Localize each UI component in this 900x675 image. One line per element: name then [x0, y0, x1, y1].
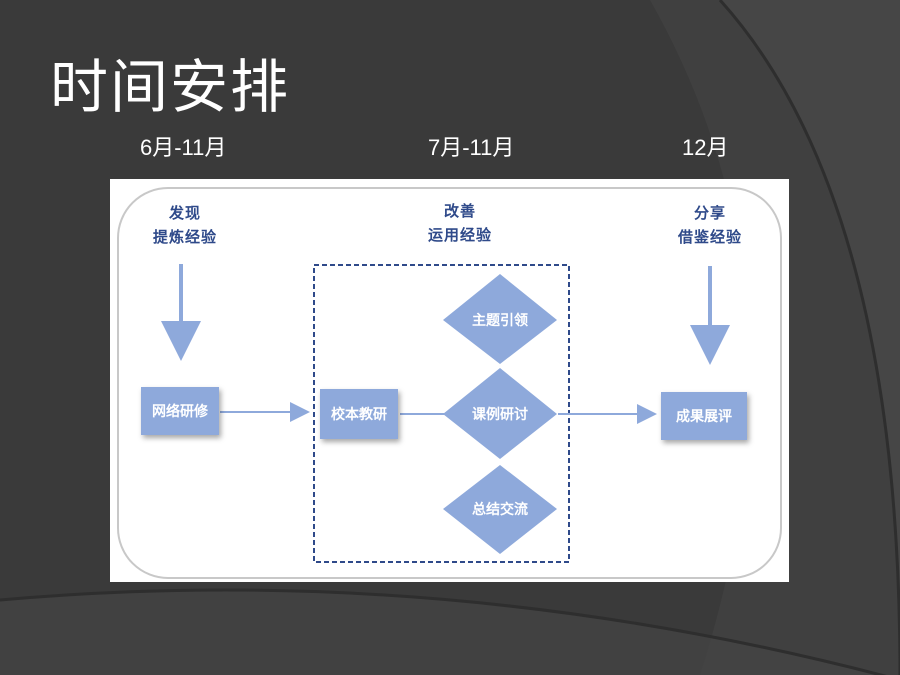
- stage-discover-line1: 发现: [168, 204, 201, 222]
- phase-label-1: 6月-11月: [140, 135, 227, 160]
- phase-label-3: 12月: [682, 135, 729, 160]
- diamond-lesson-label: 课例研讨: [472, 407, 528, 423]
- box-network-study: 网络研修: [141, 387, 219, 435]
- stage-share: 分享 借鉴经验: [660, 201, 760, 249]
- stage-share-line2: 借鉴经验: [677, 228, 742, 246]
- stage-discover: 发现 提炼经验: [135, 201, 235, 249]
- flow-diagram-panel: 发现 提炼经验 改善 运用经验 分享 借鉴经验 网络研修 校本教研 成果展评 主…: [110, 179, 789, 582]
- box-result-showcase: 成果展评: [661, 392, 747, 440]
- phase-label-2: 7月-11月: [428, 135, 515, 160]
- diamond-lesson: [443, 368, 557, 459]
- stage-improve-line2: 运用经验: [427, 226, 492, 244]
- stage-improve-line1: 改善: [443, 202, 476, 220]
- diamond-theme-label: 主题引领: [472, 313, 528, 329]
- diamond-theme: [443, 274, 557, 364]
- diamond-summary-label: 总结交流: [472, 502, 528, 518]
- slide-title: 时间安排: [50, 53, 291, 121]
- stage-discover-line2: 提炼经验: [152, 228, 217, 246]
- outer-frame: [117, 187, 782, 579]
- box-school-research: 校本教研: [320, 389, 398, 439]
- diamond-summary: [443, 465, 557, 554]
- stage-share-line1: 分享: [693, 204, 726, 222]
- diagram-graphics: [117, 187, 782, 579]
- stage-improve: 改善 运用经验: [410, 199, 510, 247]
